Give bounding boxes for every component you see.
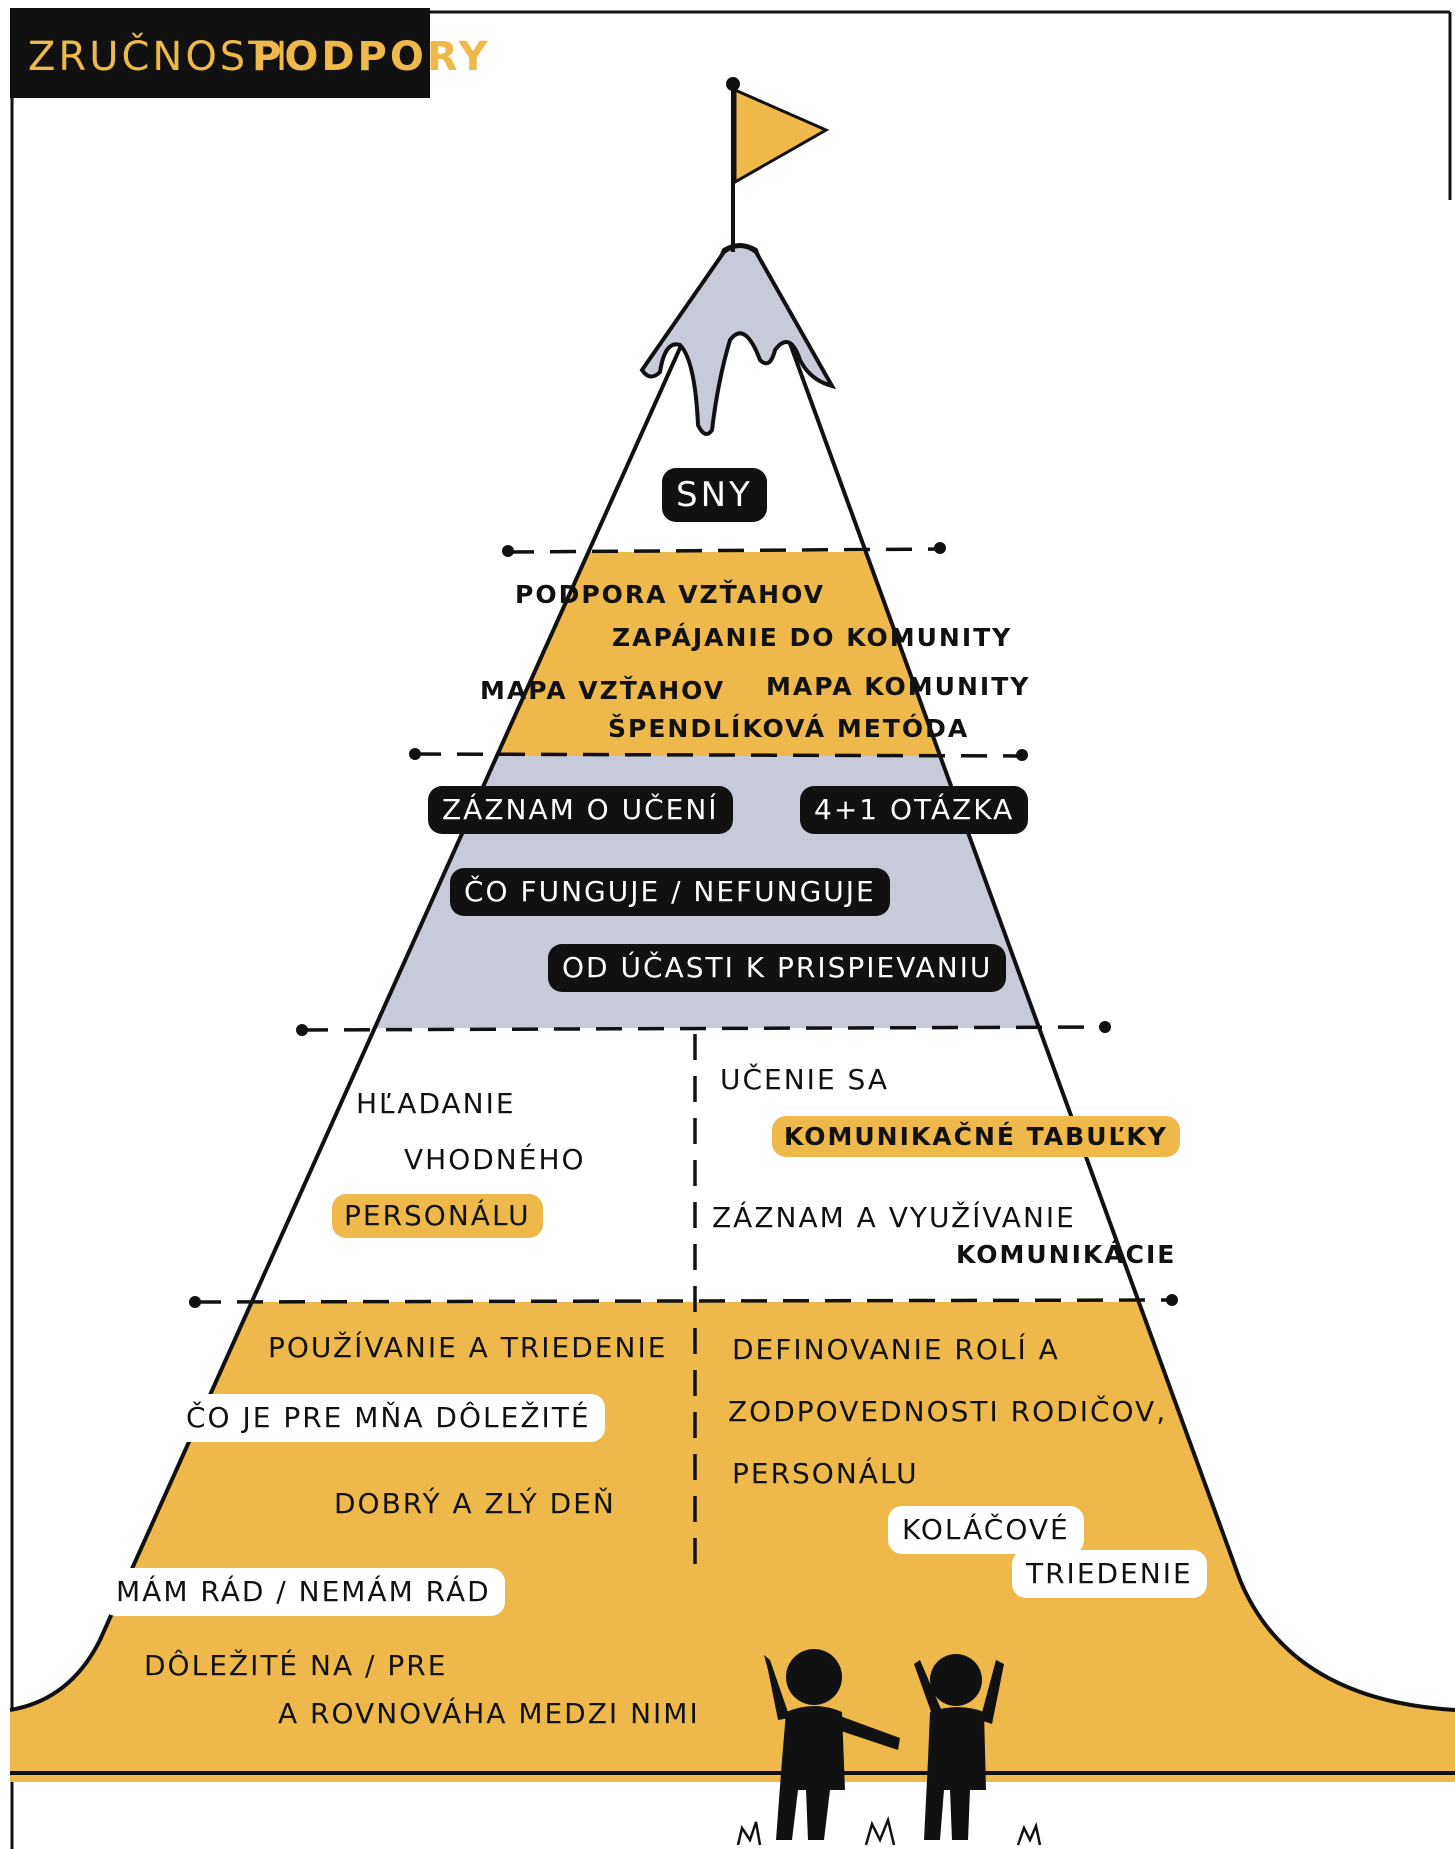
level2-item: PODPORA VZŤAHOV xyxy=(515,580,825,609)
level5-left-day: DOBRÝ A ZLÝ DEŇ xyxy=(334,1487,616,1520)
level5-right-pie2: TRIEDENIE xyxy=(1012,1550,1207,1598)
level4-left-line3: PERSONÁLU xyxy=(332,1194,543,1238)
level4-right-record1: ZÁZNAM A VYUŽÍVANIE xyxy=(712,1201,1076,1234)
level2-item: ŠPENDLÍKOVÁ METÓDA xyxy=(608,714,970,743)
level3-item: ZÁZNAM O UČENÍ xyxy=(428,786,733,834)
level5-right-roles3: PERSONÁLU xyxy=(732,1457,919,1490)
level3-item: ČO FUNGUJE / NEFUNGUJE xyxy=(450,868,890,916)
level5-right-roles1: DEFINOVANIE ROLÍ A xyxy=(732,1333,1060,1366)
level2-item: ZAPÁJANIE DO KOMUNITY xyxy=(612,623,1013,652)
level4-left-line1: HĽADANIE xyxy=(356,1087,516,1120)
level5-left-balance1: DÔLEŽITÉ NA / PRE xyxy=(144,1649,448,1682)
level5-left-important: ČO JE PRE MŇA DÔLEŽITÉ xyxy=(172,1394,605,1442)
level3-item: 4+1 OTÁZKA xyxy=(800,786,1029,834)
peak-label: SNY xyxy=(662,468,767,522)
diagram-title: ZRUČNOSTI PODPORY xyxy=(10,8,487,98)
level5-left-like: MÁM RÁD / NEMÁM RÁD xyxy=(102,1568,505,1616)
level5-right-pie1: KOLÁČOVÉ xyxy=(888,1506,1084,1554)
level2-item: MAPA VZŤAHOV xyxy=(480,676,726,705)
level2-item: MAPA KOMUNITY xyxy=(766,672,1031,701)
level5-left-sorting: POUŽÍVANIE A TRIEDENIE xyxy=(268,1331,668,1364)
level5-right-roles2: ZODPOVEDNOSTI RODIČOV, xyxy=(728,1395,1168,1428)
level5-left-balance2: A ROVNOVÁHA MEDZI NIMI xyxy=(278,1697,700,1730)
level4-left-line2: VHODNÉHO xyxy=(404,1143,586,1176)
title-part1: ZRUČNOSTI xyxy=(28,34,291,80)
flag-icon xyxy=(726,77,830,252)
level4-right-record2: KOMUNIKÁCIE xyxy=(956,1240,1177,1269)
level4-right-learn: UČENIE SA xyxy=(720,1063,889,1096)
level3-item: OD ÚČASTI K PRISPIEVANIU xyxy=(548,944,1007,992)
snow-cap xyxy=(639,244,837,436)
level4-right-tables: KOMUNIKAČNÉ TABUĽKY xyxy=(772,1116,1180,1157)
two-people-icon xyxy=(764,1649,1004,1840)
title-part2: PODPORY xyxy=(252,34,491,80)
